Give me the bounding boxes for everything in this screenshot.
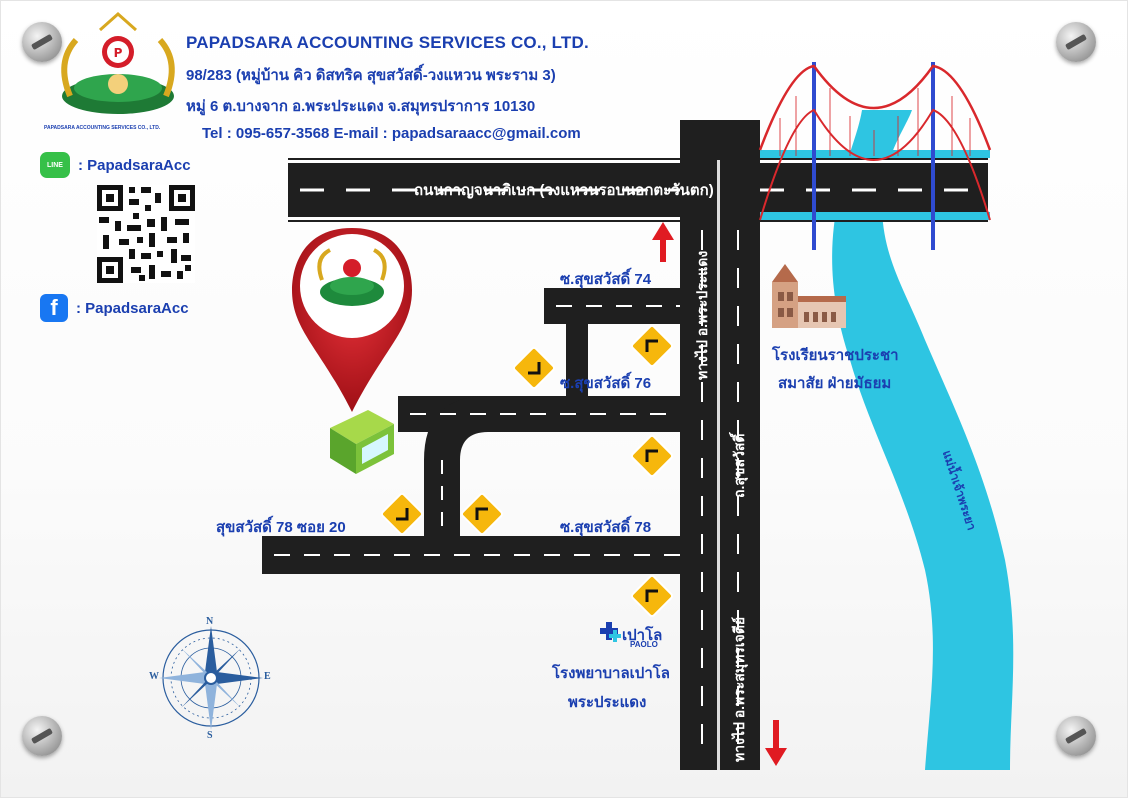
turn-sign-icon bbox=[513, 347, 555, 389]
svg-text:P: P bbox=[114, 46, 123, 60]
contact-line: Tel : 095-657-3568 E-mail : papadsaraacc… bbox=[202, 125, 581, 142]
compass-north: N bbox=[206, 616, 214, 627]
soi-76-road bbox=[398, 396, 686, 540]
logo-caption: PAPADSARA ACCOUNTING SERVICES CO., LTD. bbox=[44, 125, 161, 131]
screw-icon bbox=[1056, 22, 1096, 62]
line-icon: LINE bbox=[40, 152, 70, 178]
address-line-1: 98/283 (หมู่บ้าน คิว ดิสทริค สุขสวัสดิ์-… bbox=[186, 67, 556, 84]
soi-78-road bbox=[262, 536, 686, 574]
to-phra-samut-chedi-label: ทางไป อ.พระสมุทรเจดีย์ bbox=[731, 616, 747, 762]
location-pin-icon bbox=[292, 228, 412, 412]
qr-code[interactable] bbox=[97, 185, 195, 283]
address-line-2: หมู่ 6 ต.บางจาก อ.พระประแดง จ.สมุทรปรากา… bbox=[186, 98, 536, 115]
river bbox=[832, 110, 1014, 770]
soi-78-label: ซ.สุขสวัสดิ์ 78 bbox=[560, 519, 652, 536]
compass-south: S bbox=[207, 730, 213, 741]
turn-sign-icon bbox=[631, 325, 673, 367]
arrow-down-icon bbox=[765, 720, 787, 766]
bridge-icon bbox=[758, 62, 992, 250]
hospital-brand-th: เปาโล bbox=[622, 627, 663, 644]
turn-sign-icon bbox=[631, 575, 673, 617]
company-name: PAPADSARA ACCOUNTING SERVICES CO., LTD. bbox=[186, 33, 589, 52]
turn-sign-icon bbox=[631, 435, 673, 477]
building-icon bbox=[330, 410, 394, 474]
facebook-contact[interactable]: f : PapadsaraAcc bbox=[40, 294, 189, 322]
school-name-line1: โรงเรียนราชประชา bbox=[772, 347, 899, 364]
facebook-icon: f bbox=[40, 294, 68, 322]
hospital-brand-en: PAOLO bbox=[630, 640, 658, 649]
main-road-label: ถนนกาญจนาภิเษก (วงแหวนรอบนอกตะวันตก) bbox=[414, 182, 714, 199]
vertical-road-right bbox=[716, 120, 760, 770]
to-phra-pradaeng-label: ทางไป อ.พระประแดง bbox=[694, 250, 710, 380]
turn-sign-icon bbox=[381, 493, 423, 535]
school-icon bbox=[772, 264, 846, 328]
line-contact[interactable]: LINE : PapadsaraAcc bbox=[40, 152, 191, 178]
hospital-name-line1: โรงพยาบาลเปาโล bbox=[552, 665, 670, 682]
company-logo: P bbox=[61, 11, 175, 114]
soi-74-road bbox=[544, 288, 684, 400]
soi-76-label: ซ.สุขสวัสดิ์ 76 bbox=[560, 375, 652, 392]
screw-icon bbox=[1056, 716, 1096, 756]
hospital-name-line2: พระประแดง bbox=[568, 694, 647, 711]
screw-icon bbox=[22, 716, 62, 756]
facebook-id: : PapadsaraAcc bbox=[76, 299, 189, 317]
hospital-icon bbox=[600, 622, 621, 642]
compass-west: W bbox=[149, 671, 159, 682]
school-name-line2: สมาสัย ฝ่ายมัธยม bbox=[778, 375, 892, 392]
suksawat-road-label: ถ.สุขสวัสดิ์ bbox=[731, 433, 747, 498]
compass-east: E bbox=[264, 671, 271, 682]
line-id: : PapadsaraAcc bbox=[78, 156, 191, 174]
soi-78-20-label: สุขสวัสดิ์ 78 ซอย 20 bbox=[216, 519, 346, 536]
compass-icon bbox=[159, 626, 263, 730]
turn-sign-icon bbox=[461, 493, 503, 535]
arrow-up-icon bbox=[652, 222, 674, 262]
main-road bbox=[288, 158, 988, 222]
screw-icon bbox=[22, 22, 62, 62]
soi-74-label: ซ.สุขสวัสดิ์ 74 bbox=[560, 271, 652, 288]
